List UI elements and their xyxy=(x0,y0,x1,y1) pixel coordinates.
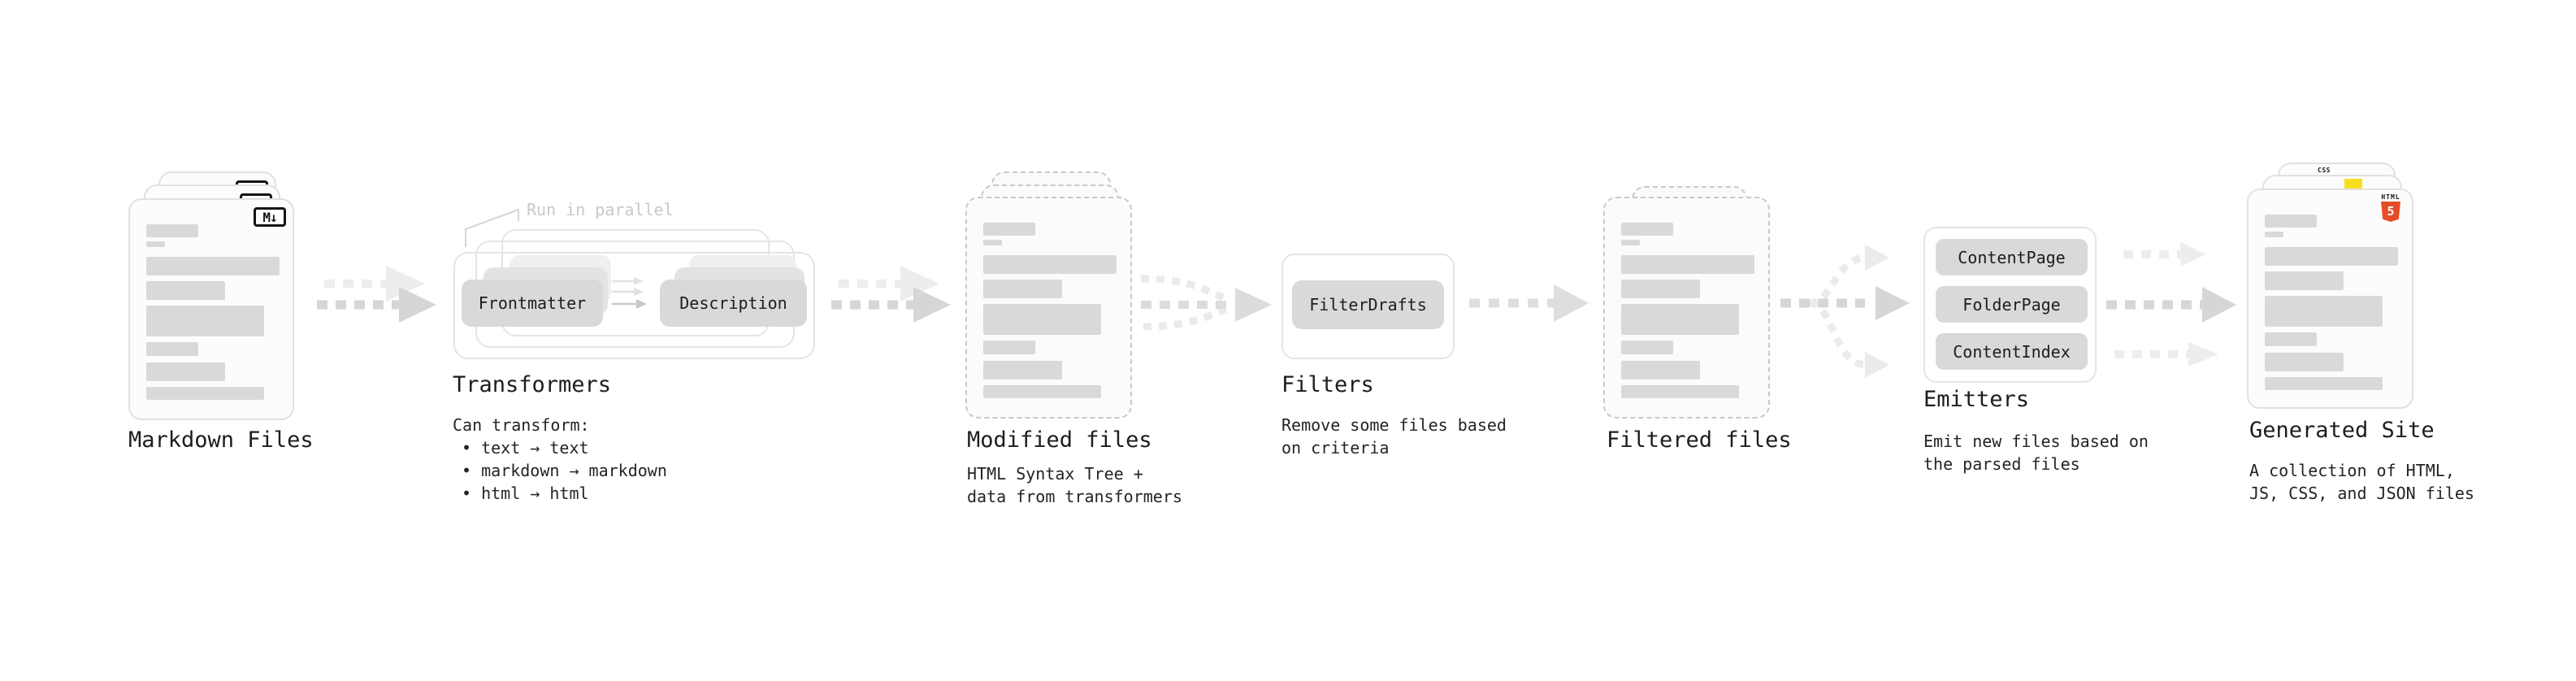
text-line-placeholder xyxy=(983,240,1002,245)
text-line-placeholder xyxy=(1621,304,1739,335)
flow-arrow-split-icon xyxy=(1780,245,1910,378)
text-line-placeholder xyxy=(2265,353,2344,371)
transformer-group-outline xyxy=(453,252,815,359)
run-in-parallel-note: Run in parallel xyxy=(527,200,674,219)
text-line-placeholder xyxy=(2265,332,2317,346)
text-line-placeholder xyxy=(2265,215,2317,228)
node-title: Transformers xyxy=(453,372,612,397)
text-line-placeholder xyxy=(1621,255,1754,274)
text-line-placeholder xyxy=(1621,280,1700,298)
text-line-placeholder xyxy=(983,361,1062,380)
node-title: Filters xyxy=(1281,372,1374,397)
node-title: Markdown Files xyxy=(128,427,314,453)
text-line-placeholder xyxy=(1621,240,1640,245)
filtered-files-label: Filtered files xyxy=(1607,428,1792,453)
node-caption: Can transform: • text → text • markdown … xyxy=(453,415,667,503)
emitters-group-outline: ContentPage FolderPage ContentIndex xyxy=(1923,227,2097,383)
node-title: Filtered files xyxy=(1607,427,1792,453)
emitter-box-contentpage: ContentPage xyxy=(1936,239,2088,275)
text-line-placeholder xyxy=(2265,296,2383,327)
filters-group-outline xyxy=(1281,254,1455,359)
node-title: Modified files xyxy=(967,427,1152,453)
text-line-placeholder xyxy=(2265,377,2383,390)
text-line-placeholder xyxy=(146,387,264,400)
transformers-label: Transformers Can transform: • text → tex… xyxy=(453,373,667,505)
node-caption: HTML Syntax Tree + data from transformer… xyxy=(967,464,1182,506)
text-line-placeholder xyxy=(983,304,1101,335)
document-card: M↓ xyxy=(128,198,294,420)
text-line-placeholder xyxy=(146,224,198,237)
filter-box-filterdrafts: FilterDrafts xyxy=(1292,280,1444,329)
text-line-placeholder xyxy=(2265,232,2283,237)
transformer-box-description: Description xyxy=(660,280,807,327)
node-caption: Remove some files based on criteria xyxy=(1281,415,1507,458)
text-line-placeholder xyxy=(146,362,225,381)
filters-label: Filters Remove some files based on crite… xyxy=(1281,373,1507,459)
text-line-placeholder xyxy=(146,241,165,247)
text-line-placeholder xyxy=(983,385,1101,398)
transformer-box-frontmatter: Frontmatter xyxy=(462,280,603,327)
callout-line xyxy=(465,209,519,247)
text-line-placeholder xyxy=(1621,223,1673,236)
text-line-placeholder xyxy=(983,223,1035,236)
markdown-icon: M↓ xyxy=(254,207,286,227)
markdown-files-label: Markdown Files xyxy=(128,428,314,453)
node-title: Generated Site xyxy=(2249,418,2435,443)
text-line-placeholder xyxy=(1621,361,1700,380)
text-line-placeholder xyxy=(146,306,264,336)
node-title: Emitters xyxy=(1923,387,2030,412)
html5-icon: HTML 5 xyxy=(2379,193,2402,222)
text-line-placeholder xyxy=(983,280,1062,298)
text-line-placeholder xyxy=(146,257,280,275)
text-line-placeholder xyxy=(146,281,225,300)
text-line-placeholder xyxy=(2265,247,2398,266)
node-caption: Emit new files based on the parsed files xyxy=(1923,432,2149,474)
document-card-dashed xyxy=(1603,197,1770,419)
text-line-placeholder xyxy=(983,255,1117,274)
flow-arrow-multi-icon xyxy=(317,266,436,323)
document-card-dashed xyxy=(965,197,1132,419)
text-line-placeholder xyxy=(2265,271,2344,290)
javascript-icon xyxy=(2344,179,2362,189)
text-line-placeholder xyxy=(983,340,1035,354)
node-caption: A collection of HTML, JS, CSS, and JSON … xyxy=(2249,461,2474,503)
flow-arrow-icon xyxy=(1469,284,1589,322)
flow-arrow-merge-icon xyxy=(1140,275,1272,331)
document-card: HTML 5 xyxy=(2247,189,2413,409)
flow-arrow-triple-icon xyxy=(2106,242,2236,367)
modified-files-label: Modified files HTML Syntax Tree + data f… xyxy=(967,428,1182,508)
text-line-placeholder xyxy=(1621,385,1739,398)
generated-site-label: Generated Site A collection of HTML, JS,… xyxy=(2249,419,2474,505)
text-line-placeholder xyxy=(146,342,198,356)
emitter-box-contentindex: ContentIndex xyxy=(1936,333,2088,370)
emitter-box-folderpage: FolderPage xyxy=(1936,286,2088,323)
pipe-arrows-icon xyxy=(612,277,647,309)
flow-arrow-multi-icon xyxy=(831,266,951,323)
emitters-label: Emitters Emit new files based on the par… xyxy=(1923,388,2149,475)
text-line-placeholder xyxy=(1621,340,1673,354)
